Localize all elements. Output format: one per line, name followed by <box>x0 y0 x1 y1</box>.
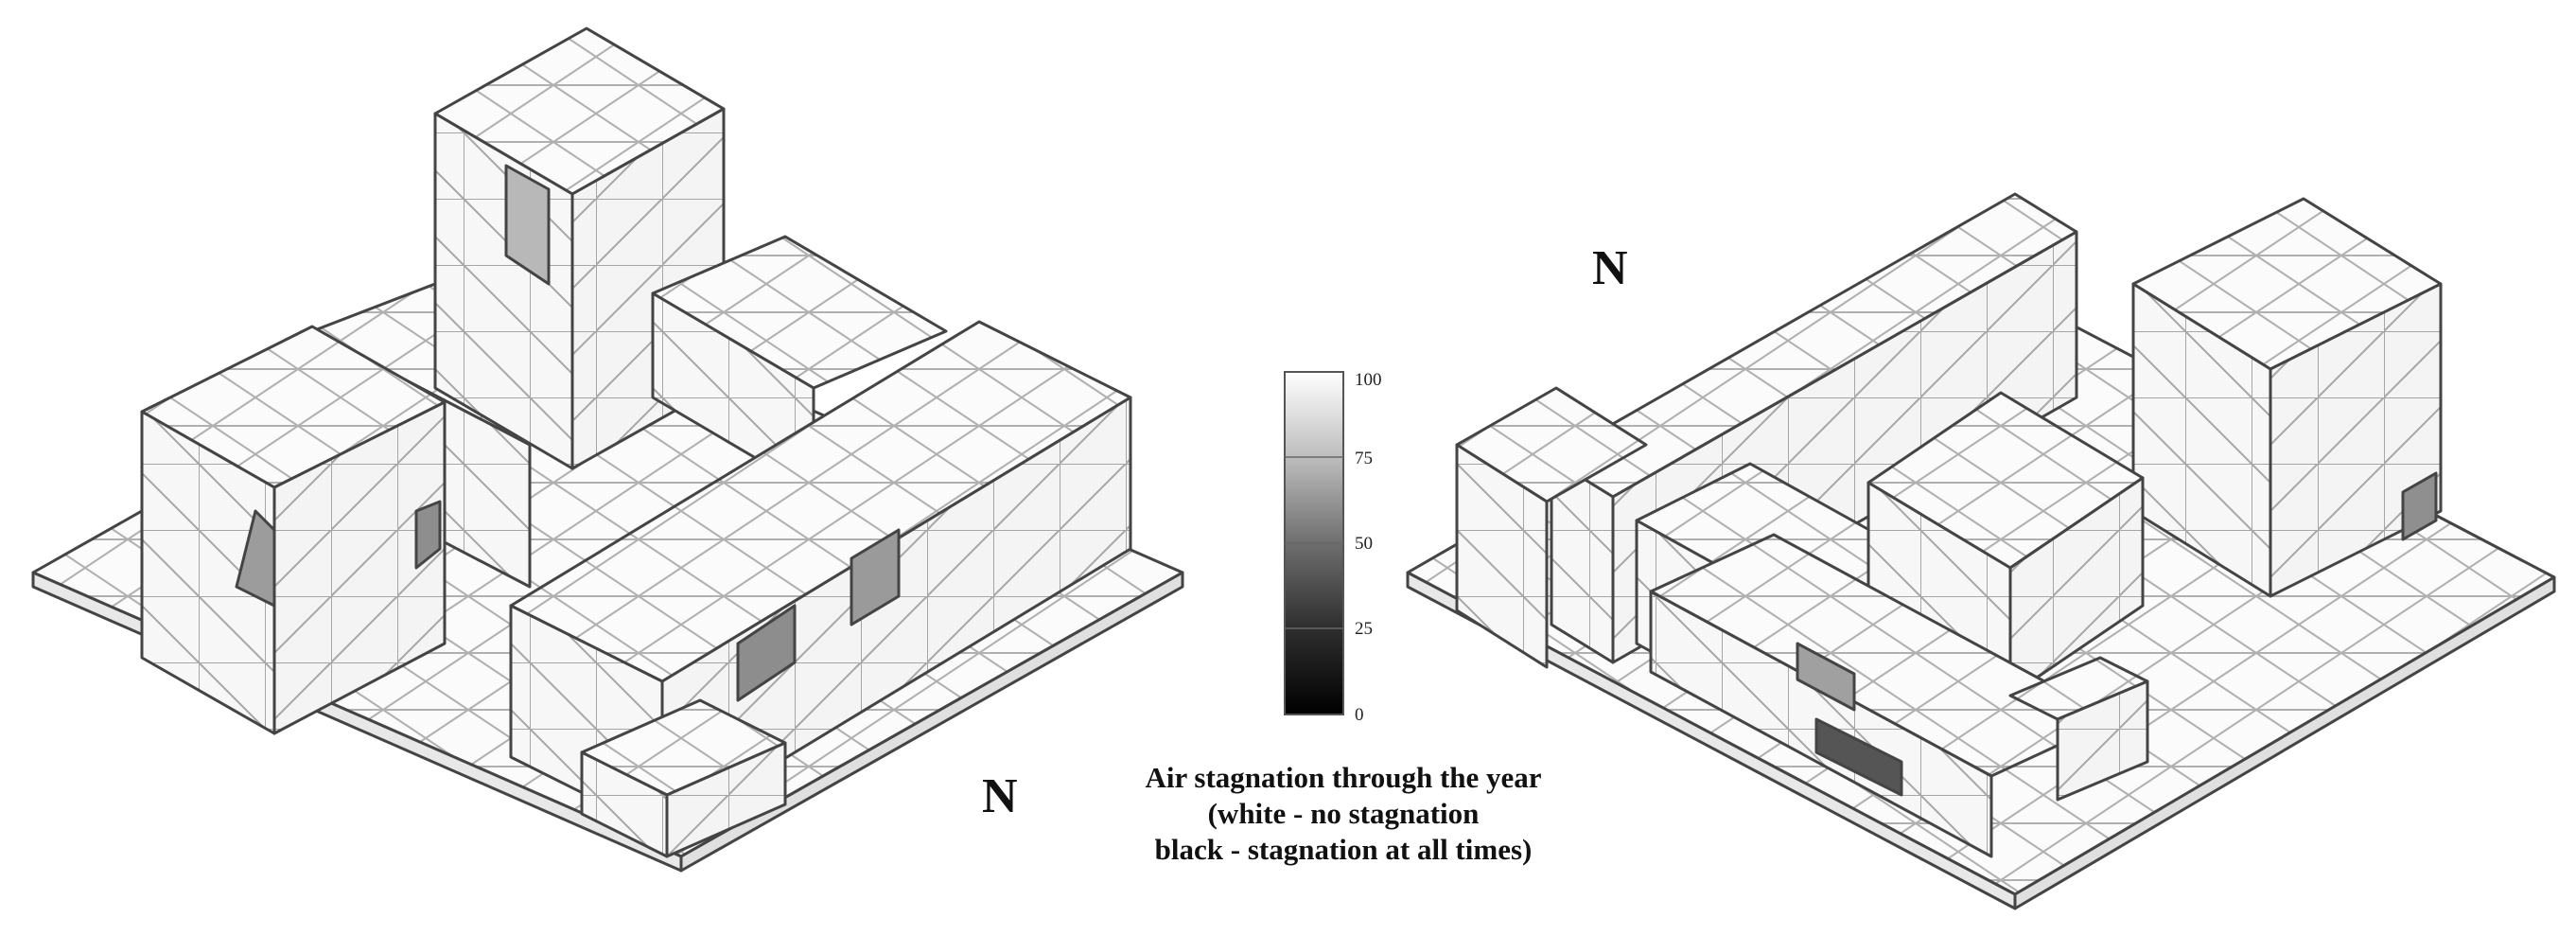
right-base-edge-right <box>2013 575 2556 910</box>
legend-caption: Air stagnation through the year (white -… <box>1069 760 1618 868</box>
left-block-side <box>272 400 447 735</box>
left-small-side <box>665 741 787 858</box>
north-label-left: N <box>982 769 1018 823</box>
legend-tick-50: 50 <box>1355 534 1373 554</box>
legend-tick-0: 0 <box>1355 705 1364 725</box>
north-label-right: N <box>1592 241 1628 295</box>
right-tall-side <box>2269 282 2443 598</box>
right-cube-side <box>2008 476 2145 697</box>
right-small-side <box>2056 679 2149 802</box>
left-bar-shade <box>736 604 797 702</box>
caption-line-2: (white - no stagnation <box>1207 797 1480 830</box>
right-building-model <box>1406 192 2556 910</box>
caption-line-1: Air stagnation through the year <box>1145 761 1542 794</box>
right-front-bar-shade-2 <box>1796 642 1856 712</box>
left-bar-shade-2 <box>850 528 901 626</box>
legend-tick-100: 100 <box>1355 370 1382 390</box>
right-end-front <box>1455 443 1549 669</box>
right-tall-shade <box>2401 471 2438 541</box>
left-tower-shade <box>504 164 551 286</box>
left-base-edge-right <box>679 571 1184 873</box>
legend-divisions <box>1285 456 1343 629</box>
left-building-model <box>31 26 1184 873</box>
right-front-bar-shade <box>1814 717 1903 797</box>
legend-tick-25: 25 <box>1355 619 1373 639</box>
caption-line-3: black - stagnation at all times) <box>1154 833 1533 866</box>
legend-tick-75: 75 <box>1355 449 1373 468</box>
left-block-shade-2 <box>414 500 442 570</box>
left-block-shade <box>235 509 276 608</box>
